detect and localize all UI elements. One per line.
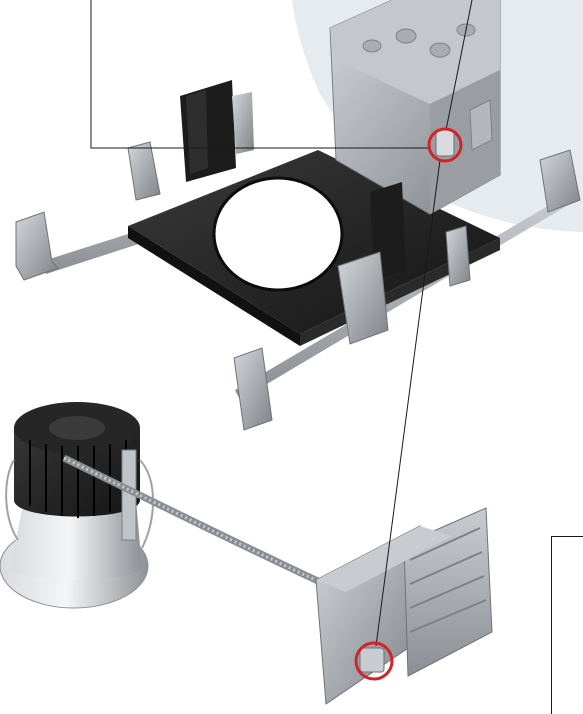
callout-line-top [445,0,473,131]
led-downlight-module [0,402,154,609]
callout-lines [90,0,473,647]
highlight-circle-top [427,127,463,163]
frame-corner-horizontal [551,536,583,537]
recessed-housing [15,0,581,431]
hanger-bracket-left [15,211,59,281]
reflector-body [10,500,142,580]
aperture-opening [214,178,342,290]
hanger-bracket-bottom [233,347,273,431]
quick-connector-bottom [359,647,385,673]
hanger-bracket-right [539,149,581,213]
callout-line-connect [375,159,441,647]
callout-line-left [90,0,428,149]
highlight-circle-bottom [354,641,394,681]
flex-conduit [62,454,352,600]
driver-box [315,507,493,705]
frame-corner-vertical [551,536,552,714]
quick-connector-top [435,129,455,157]
